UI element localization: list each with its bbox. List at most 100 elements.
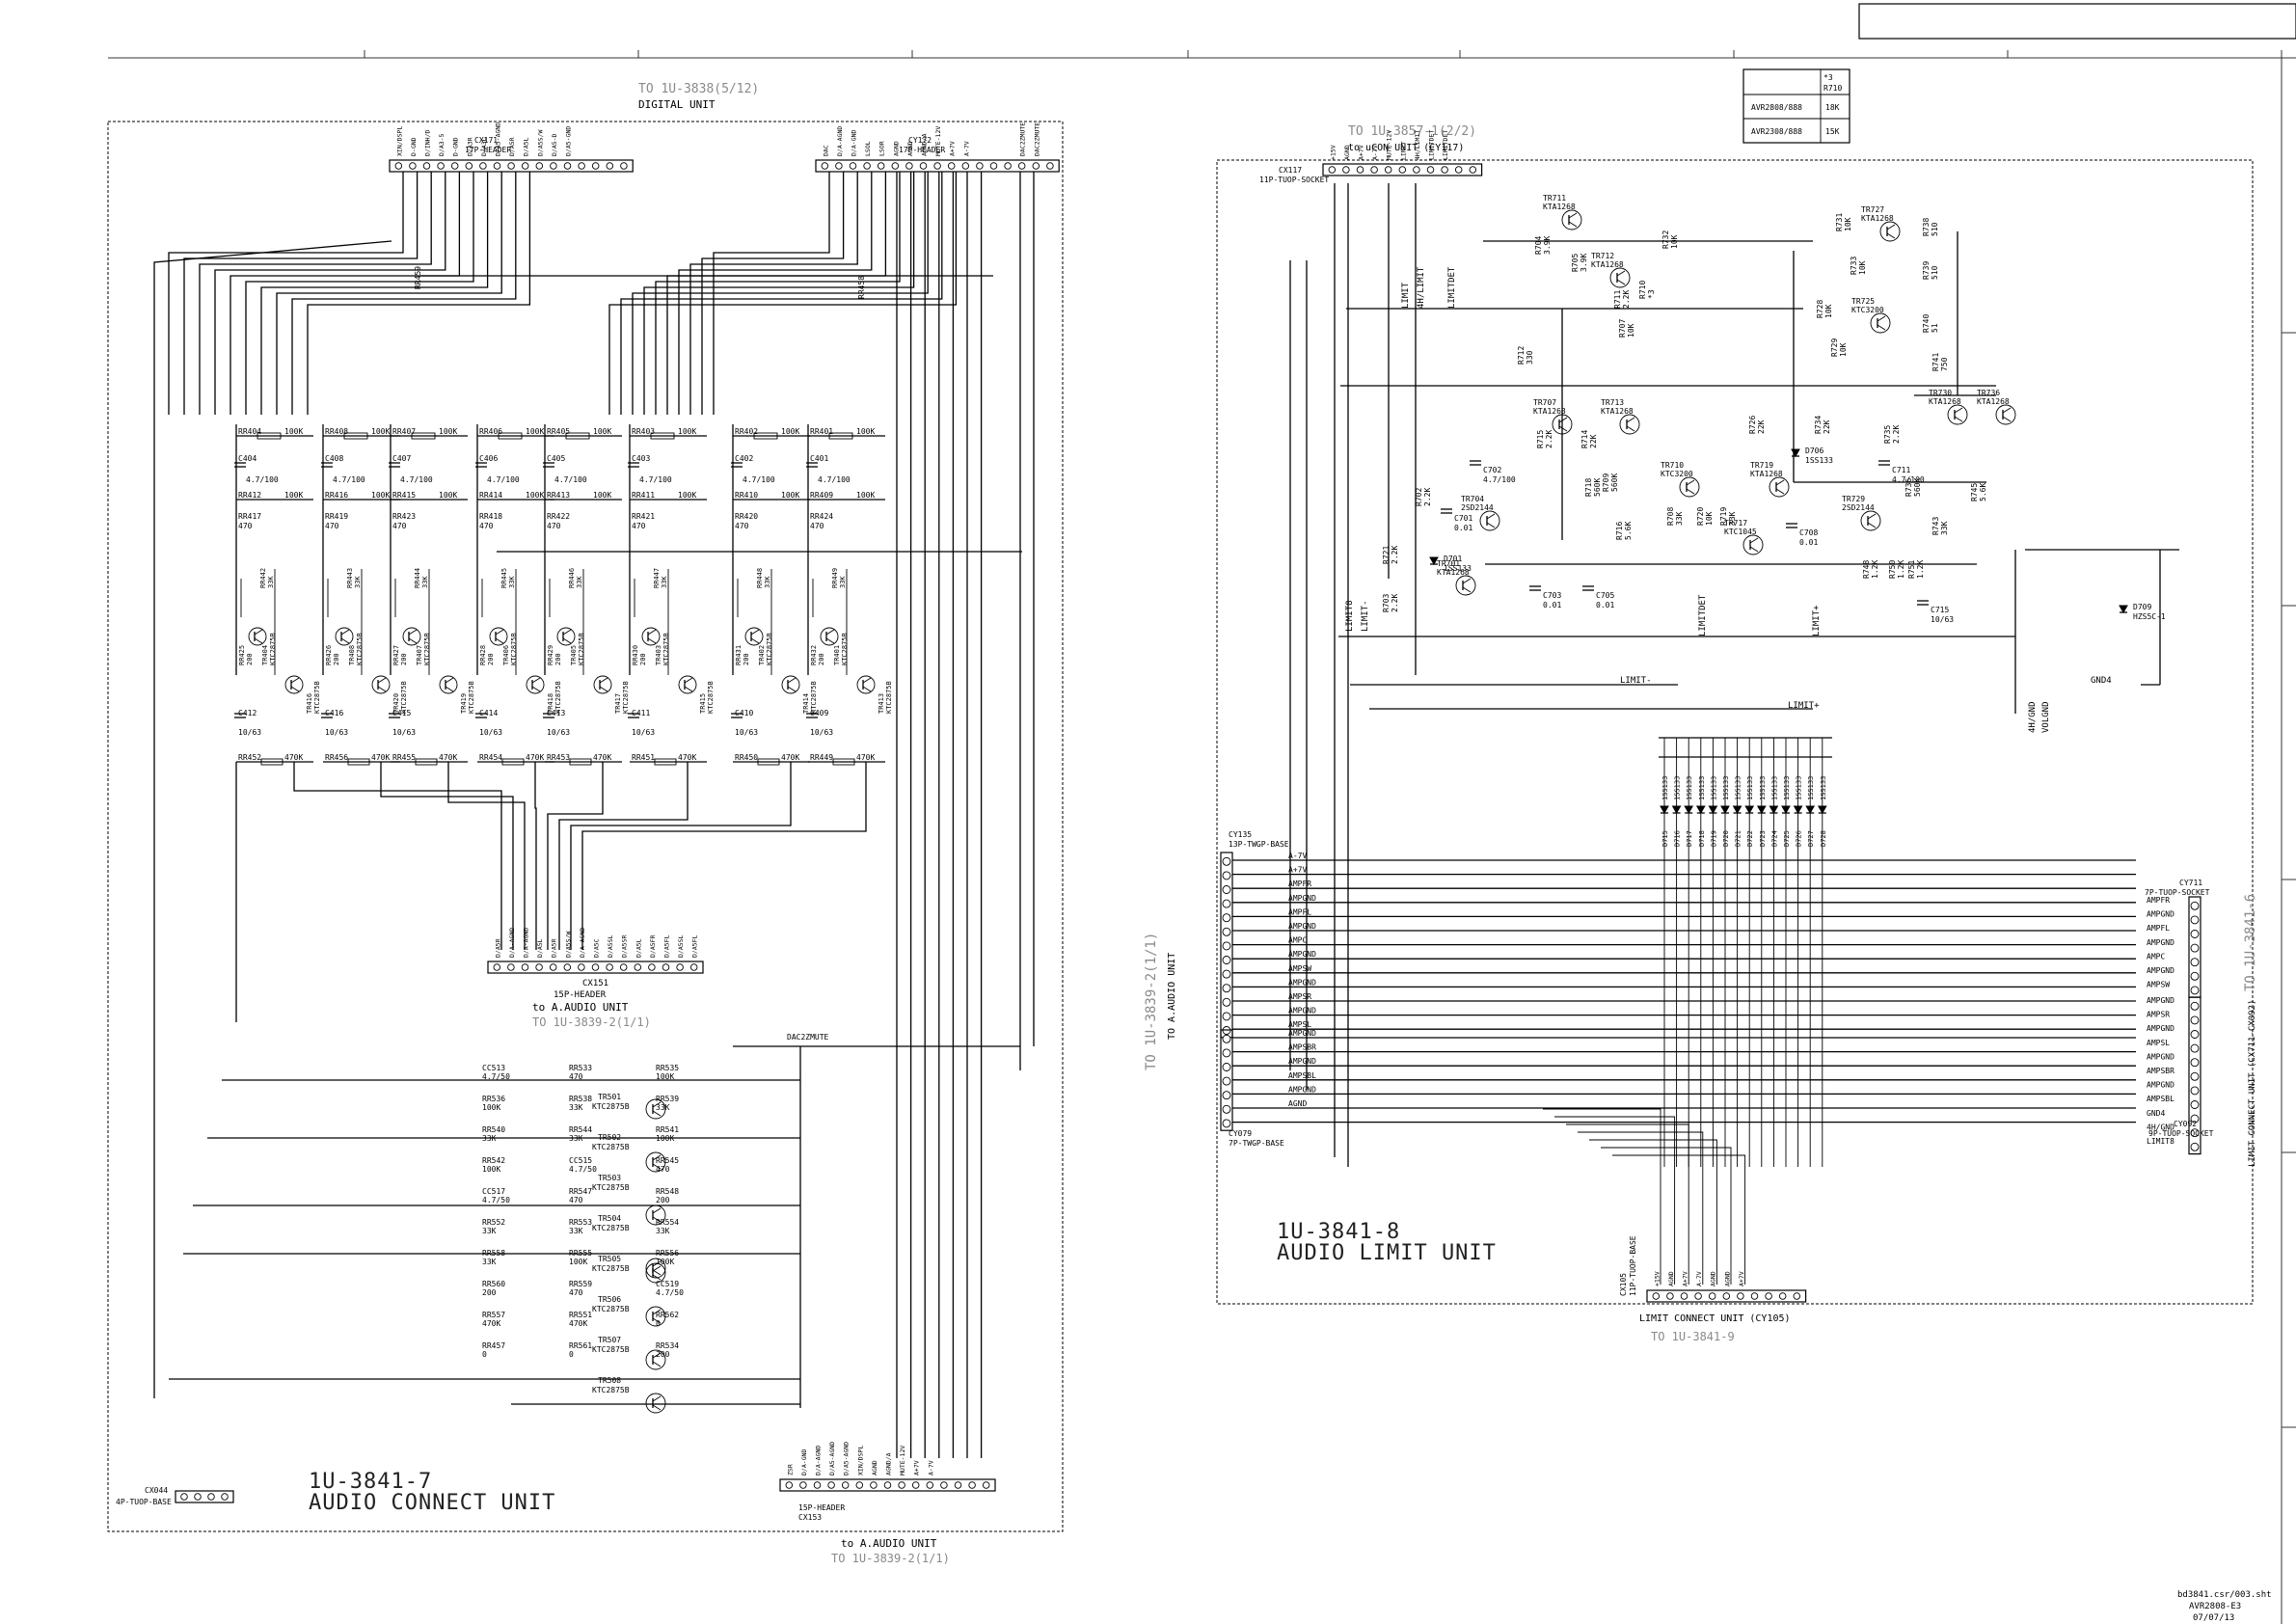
- transistor-body: [1609, 267, 1631, 288]
- limiter-capacitor-value: 0.01: [1454, 524, 1472, 532]
- diode-array-type: 1SS133: [1759, 776, 1767, 800]
- resistor-ref: RR402: [735, 427, 758, 436]
- cx153-pin-label: D/A-AGND: [815, 1446, 823, 1475]
- cx105-wire: [1589, 1139, 1717, 1285]
- transistor-body: [645, 1204, 666, 1226]
- cy711-pin-label: AMPSW: [2147, 981, 2170, 989]
- limiter-diode-value: 1SS133: [1444, 564, 1472, 573]
- resistor-ref: RR408: [325, 427, 348, 436]
- resistor-value: 100K: [593, 491, 611, 500]
- cx171-pin: [479, 162, 487, 170]
- cx171-pin: [465, 162, 473, 170]
- mute-part-value: 4.7/50: [569, 1165, 597, 1174]
- diode-array-ref: D728: [1820, 830, 1827, 847]
- cx117-pin: [1384, 166, 1392, 174]
- cx117-pin: [1398, 166, 1407, 174]
- transistor-emitter: [1558, 425, 1568, 432]
- cx171-pin: [620, 162, 628, 170]
- transistor-emitter: [652, 1317, 662, 1324]
- limiter-diode-ref: D701: [1444, 555, 1462, 563]
- resistor-value: 470K: [678, 753, 696, 762]
- limiter-transistor-ref: TR725: [1851, 297, 1875, 306]
- cy135-connector: A-7VA+7VAMPFRAMPGNDAMPFLAMPGNDAMPCAMPGND…: [1220, 852, 2136, 1039]
- right-side-target: TO 1U-3841-6: [2243, 894, 2258, 991]
- resistor-rr407: [411, 432, 436, 440]
- diode-array-element: [1817, 805, 1827, 815]
- transistor-body: [1455, 575, 1476, 596]
- cy172-pin: [933, 162, 941, 170]
- cy135-pin: [1222, 969, 1231, 979]
- cx151-pin-label: D/A-AGND: [523, 928, 530, 958]
- footer-date: 07/07/13: [2193, 1613, 2234, 1623]
- transistor-body: [1870, 312, 1891, 334]
- mute-part-value: 4.7/50: [482, 1072, 510, 1081]
- limiter-capacitor-c703: [1529, 585, 1541, 591]
- resistor-ref: RR418: [479, 512, 502, 521]
- cx153-pin: [870, 1481, 878, 1489]
- cx171-type: 17P-HEADER: [465, 146, 511, 154]
- cx151-pin: [619, 963, 628, 971]
- mute-transistor-type: KTC2875B: [592, 1345, 630, 1354]
- cy135-pin: [1222, 941, 1231, 951]
- cx117-pin: [1454, 166, 1463, 174]
- cy135-pin-label: AMPGND: [1288, 894, 1316, 903]
- cx171-pin-label: D/A5-AGND: [495, 122, 502, 156]
- cx171-pin: [394, 162, 403, 170]
- cx153-pin: [926, 1481, 934, 1489]
- transistor-ref: TR407: [416, 645, 423, 665]
- diode-body: [1781, 805, 1791, 815]
- diode-array-ref: D716: [1674, 830, 1682, 847]
- resistor-ref: RR453: [547, 753, 570, 762]
- cx105-target: TO 1U-3841-9: [1651, 1330, 1735, 1343]
- resistor-ref: RR420: [735, 512, 758, 521]
- transistor-body: [1860, 510, 1881, 531]
- mute-transistor-type: KTC2875B: [592, 1183, 630, 1192]
- cy172-pin-label: DAC2ZMUTE: [1033, 122, 1040, 156]
- transistor-body: [820, 627, 839, 646]
- resistor-value: 470: [547, 522, 561, 530]
- limiter-capacitor-ref: C701: [1454, 514, 1472, 523]
- limiter-resistor-ref: R704: [1534, 236, 1543, 255]
- mute-part-ref: RR547: [569, 1187, 592, 1196]
- cx105-pin-label: A+7V: [1682, 1271, 1689, 1286]
- cy135-pin: [1222, 913, 1231, 923]
- cx151-type: 15P-HEADER: [554, 990, 607, 1000]
- cy135-body: [1220, 852, 1233, 1039]
- cy135-pin: [1222, 984, 1231, 993]
- transistor-body: [402, 627, 421, 646]
- transistor-upper: [335, 627, 354, 646]
- diode-body: [1817, 805, 1827, 815]
- resistor-ref: RR403: [632, 427, 655, 436]
- transistor-ref: TR417: [614, 693, 622, 714]
- limiter-resistor-value: 2.2K: [1391, 594, 1399, 612]
- resistor-value: 470K: [439, 753, 457, 762]
- cx117-ref: CX117: [1279, 166, 1302, 175]
- transistor-collector: [1568, 212, 1578, 219]
- transistor-type: KTC2875B: [766, 633, 773, 665]
- transistor-collector: [652, 1395, 662, 1402]
- transistor-collector: [1954, 407, 1963, 414]
- capacitor-ref: C405: [547, 454, 565, 463]
- cy172-pin-label: LSOR: [878, 141, 886, 156]
- capacitor-c405: [543, 462, 554, 468]
- limiter-transistor-ref: TR710: [1661, 461, 1684, 470]
- capacitor-ref: C401: [810, 454, 828, 463]
- transistor-body: [371, 675, 391, 694]
- transistor-emitter: [652, 1216, 662, 1223]
- cx044-pin: [180, 1493, 188, 1501]
- mute-part-ref: RR559: [569, 1280, 592, 1288]
- limiter-transistor-type: KTA1268: [1977, 397, 2010, 406]
- trunk-wire: [713, 172, 830, 415]
- limiter-transistor-ref: TR707: [1533, 398, 1556, 407]
- transistor-emitter: [1616, 279, 1626, 285]
- resistor-value: 33K: [839, 576, 847, 588]
- limiter-resistor-ref: R718: [1584, 478, 1593, 497]
- cx151-pin: [578, 963, 585, 971]
- diode-array-type: 1SS133: [1746, 776, 1754, 800]
- transistor-collector: [599, 677, 608, 684]
- resistor-ref: RR411: [632, 491, 655, 500]
